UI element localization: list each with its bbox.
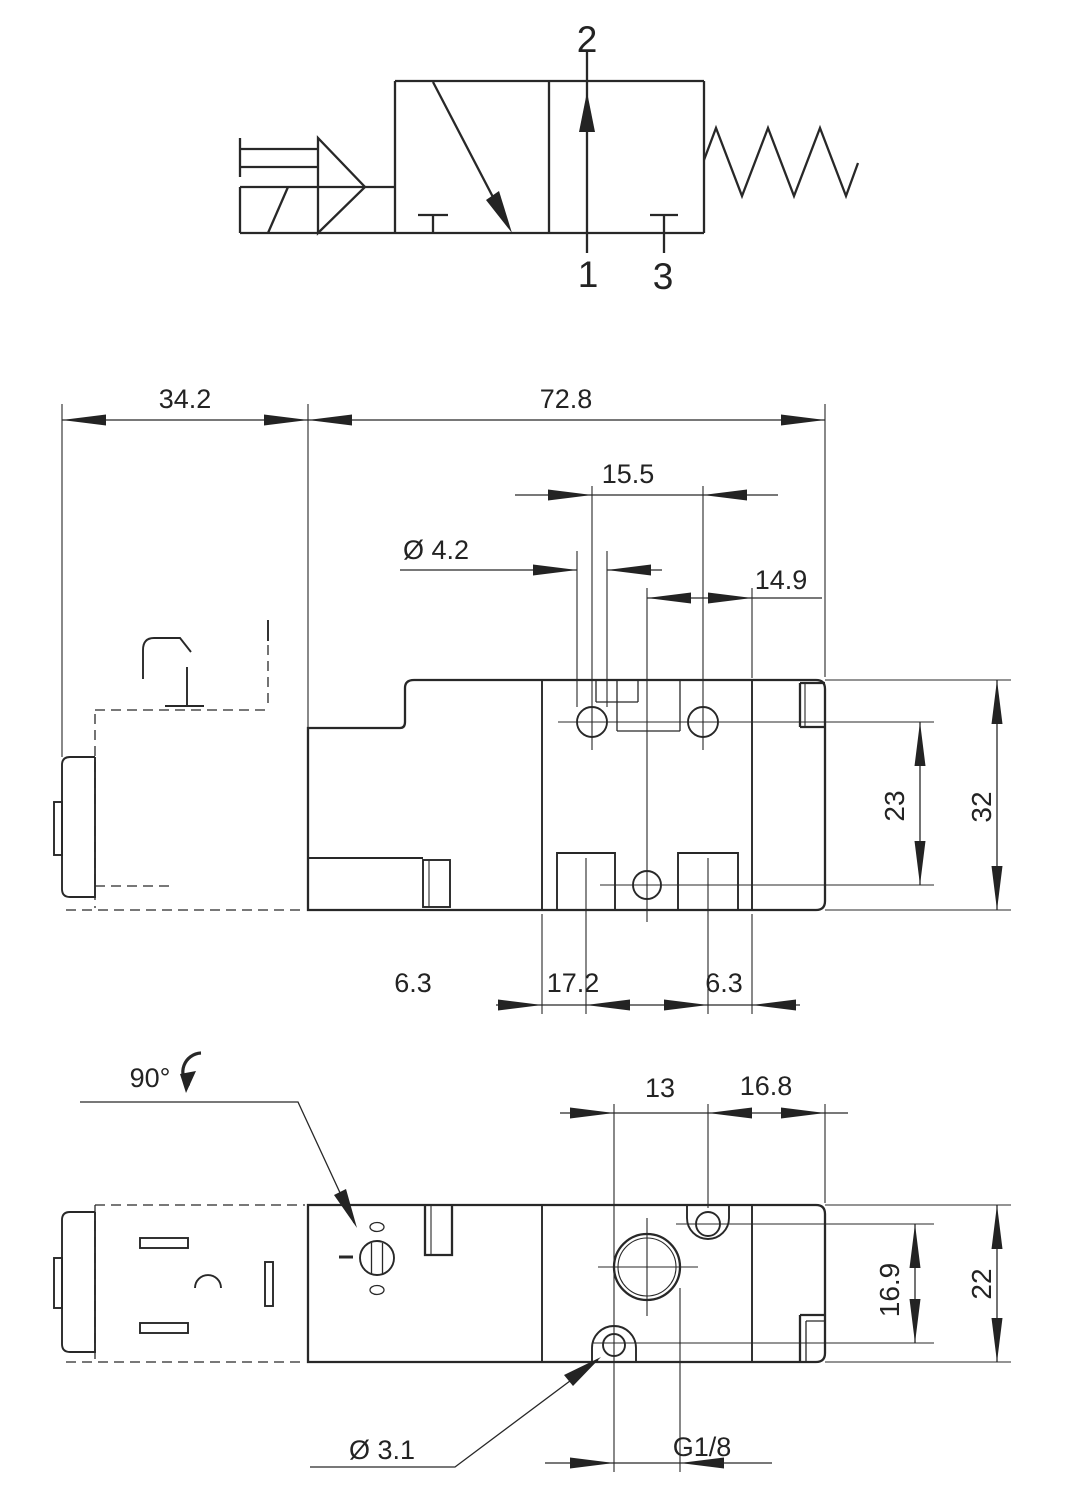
dim-thread: G1/8 — [673, 1432, 732, 1462]
bottom-view-body-outline — [306, 1203, 827, 1364]
dim-hole-diameter: Ø 4.2 — [403, 535, 469, 565]
bottom-view-dimensions — [310, 1107, 1003, 1469]
dim-hole-spacing: 15.5 — [602, 459, 655, 489]
rotation-callout — [80, 1051, 357, 1228]
actuator-triangle-icon — [316, 135, 367, 236]
dim-port-height: 23 — [879, 790, 910, 821]
dim-body-width: 22 — [966, 1268, 997, 1299]
port-label-3: 3 — [653, 256, 674, 297]
side-view-extension-lines — [61, 404, 1011, 1014]
valve-schematic-symbol: 2 1 3 — [238, 19, 860, 297]
dim-body-length: 72.8 — [540, 384, 593, 414]
bottom-view-connector-hidden — [53, 1204, 305, 1363]
side-view-dimensions — [62, 414, 1003, 1011]
manual-override-switch — [339, 1221, 395, 1296]
dim-bottom-center: 17.2 — [547, 968, 600, 998]
side-view-connector-hidden — [53, 620, 306, 911]
side-view-body-outline — [306, 678, 827, 912]
dim-port-face-height: 16.9 — [874, 1263, 905, 1318]
rotation-label: 90° — [130, 1063, 171, 1093]
spring-symbol — [702, 124, 860, 200]
port-label-1: 1 — [578, 254, 599, 295]
dim-connector-width: 34.2 — [159, 384, 212, 414]
dim-port-offset: 14.9 — [755, 565, 808, 595]
dim-small-hole: Ø 3.1 — [349, 1435, 415, 1465]
dim-hole-offset: 13 — [645, 1073, 675, 1103]
solenoid-symbol — [238, 135, 395, 236]
port-label-2: 2 — [577, 19, 598, 60]
bottom-view-extension-lines — [592, 1104, 1011, 1472]
dim-edge-offset: 16.8 — [740, 1071, 793, 1101]
dim-body-height: 32 — [966, 791, 997, 822]
bottom-view: 90° 13 16.8 16.9 22 Ø 3.1 G1/8 — [53, 1051, 1011, 1472]
rotation-arrow-icon — [180, 1051, 202, 1093]
dim-bottom-left: 6.3 — [394, 968, 432, 998]
valve-positions-box — [240, 50, 706, 253]
side-view: 34.2 72.8 15.5 Ø 4.2 14.9 6.3 17.2 6.3 2… — [53, 384, 1011, 1014]
dim-bottom-right: 6.3 — [705, 968, 743, 998]
